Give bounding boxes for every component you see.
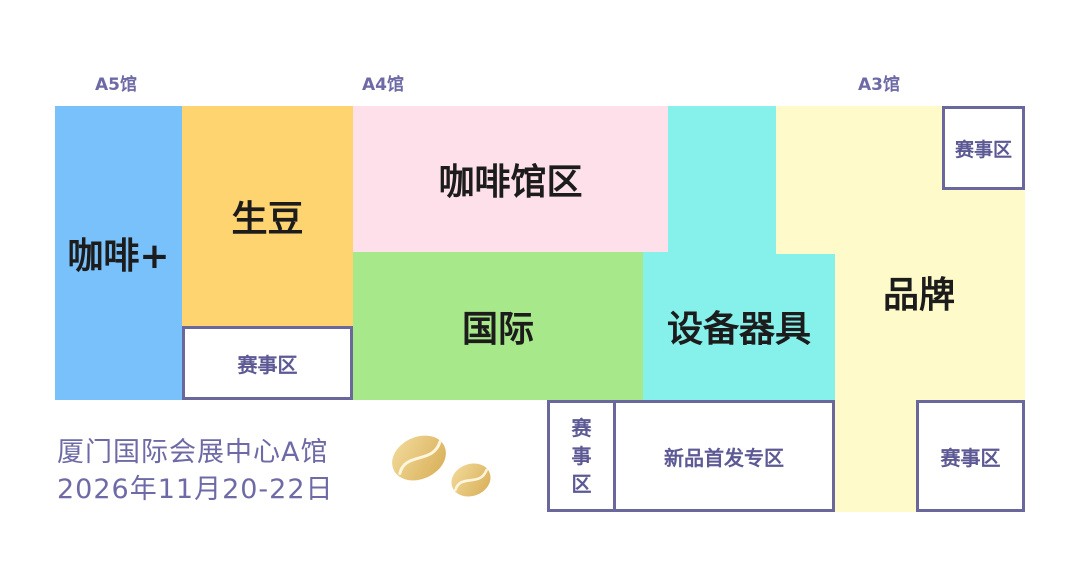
hall-label-a3: A3馆 <box>858 75 900 95</box>
zone-competition-a3-top-label: 赛事区 <box>954 138 1012 161</box>
zone-equipment-upper <box>668 106 776 254</box>
zone-green-beans-label: 生豆 <box>231 199 304 240</box>
zone-new-launch-label: 新品首发专区 <box>664 445 784 470</box>
zone-cafe-label: 咖啡馆区 <box>438 162 583 203</box>
zone-competition-a5[interactable]: 赛事区 <box>182 326 353 400</box>
zone-competition-a3-top[interactable]: 赛事区 <box>942 106 1025 190</box>
hall-label-a4: A4馆 <box>362 75 404 95</box>
zone-international[interactable]: 国际 <box>353 252 643 400</box>
zone-coffee-plus-label: 咖啡+ <box>67 236 170 277</box>
zone-competition-vertical-char-2: 事 <box>571 444 592 468</box>
zone-brand-label: 品牌 <box>882 275 955 316</box>
zone-competition-vertical-char-1: 赛 <box>571 416 592 440</box>
zone-brand[interactable]: 品牌 <box>835 252 1003 332</box>
zone-cafe[interactable]: 咖啡馆区 <box>353 106 668 252</box>
zone-competition-a3-bottom[interactable]: 赛事区 <box>916 400 1025 512</box>
zone-coffee-plus[interactable]: 咖啡+ <box>55 106 182 400</box>
date-text: 2026年11月20-22日 <box>57 474 334 505</box>
zone-new-launch[interactable]: 新品首发专区 <box>613 400 835 512</box>
coffee-beans-icon <box>385 428 497 508</box>
zone-competition-vertical[interactable]: 赛 事 区 <box>547 400 616 512</box>
zone-competition-a3-bottom-label: 赛事区 <box>940 445 1001 470</box>
zone-equipment[interactable]: 设备器具 <box>643 252 835 400</box>
zone-green-beans[interactable]: 生豆 <box>182 106 353 326</box>
zone-equipment-label: 设备器具 <box>666 309 811 350</box>
venue-text: 厦门国际会展中心A馆 <box>57 437 329 468</box>
event-info: 厦门国际会展中心A馆 2026年11月20-22日 <box>57 434 334 508</box>
zone-international-label: 国际 <box>461 309 534 350</box>
hall-label-a5: A5馆 <box>95 75 137 95</box>
zone-competition-vertical-char-3: 区 <box>571 472 592 496</box>
zone-competition-a5-label: 赛事区 <box>237 352 298 377</box>
